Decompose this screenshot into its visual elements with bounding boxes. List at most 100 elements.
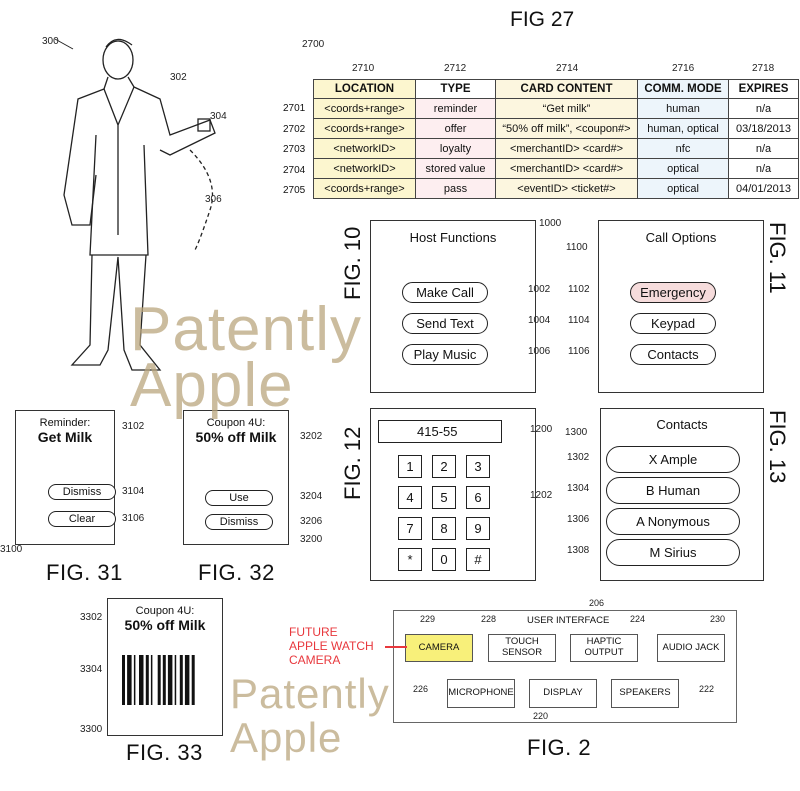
key-button[interactable]: 8 [432, 517, 456, 540]
emergency-button[interactable]: Emergency [630, 282, 716, 303]
send-text-button[interactable]: Send Text [402, 313, 488, 334]
row-ref: 2703 [283, 144, 306, 155]
table-cell: pass [415, 178, 496, 199]
contact-ref: 1302 [567, 452, 590, 463]
key-button[interactable]: 2 [432, 455, 456, 478]
dial-display[interactable]: 415-55 [378, 420, 502, 443]
barcode-bar [139, 655, 144, 705]
ref-1300: 1300 [565, 427, 588, 438]
clear-button[interactable]: Clear [48, 511, 116, 527]
ref-230: 230 [710, 614, 726, 624]
ref-3304: 3304 [80, 664, 103, 675]
fig27-title: FIG 27 [510, 8, 575, 31]
table-cell: human, optical [637, 118, 729, 139]
key-button[interactable]: 6 [466, 486, 490, 509]
fig12-label: FIG. 12 [340, 426, 365, 500]
key-button[interactable]: 9 [466, 517, 490, 540]
ref-3202: 3202 [300, 431, 323, 442]
table-cell: 04/01/2013 [728, 178, 799, 199]
barcode-bar [162, 655, 166, 705]
col-ref: 2714 [556, 63, 579, 74]
ref-224: 224 [630, 614, 646, 624]
watermark: Patently Apple [130, 295, 363, 420]
contact-item[interactable]: X Ample [606, 446, 740, 473]
key-button[interactable]: 0 [432, 548, 456, 571]
ref-1104: 1104 [568, 315, 590, 326]
barcode-bar [174, 655, 177, 705]
fig13-label: FIG. 13 [765, 410, 790, 484]
header-expires: EXPIRES [728, 79, 799, 99]
watermark: Patently Apple [230, 670, 390, 761]
contact-ref: 1308 [567, 545, 590, 556]
table-cell: <networkID> [313, 158, 416, 179]
make-call-button[interactable]: Make Call [402, 282, 488, 303]
table-header-row: LOCATION TYPE CARD CONTENT COMM. MODE EX… [313, 79, 799, 99]
contact-item[interactable]: B Human [606, 477, 740, 504]
ref-206: 206 [589, 598, 605, 608]
key-button[interactable]: 3 [466, 455, 490, 478]
fig32-title: 50% off Milk [195, 429, 277, 445]
ref-1002: 1002 [528, 284, 551, 295]
fig33-label: FIG. 33 [126, 740, 203, 765]
key-button[interactable]: 4 [398, 486, 422, 509]
table-row: <coords+range>pass<eventID> <ticket#>opt… [313, 178, 799, 199]
dismiss-button[interactable]: Dismiss [205, 514, 273, 530]
fig32-heading: Coupon 4U: [206, 417, 266, 429]
fig13-title: Contacts [656, 417, 708, 432]
contact-ref: 1304 [567, 483, 590, 494]
key-button[interactable]: 1 [398, 455, 422, 478]
barcode-bar [150, 655, 153, 705]
header-card-content: CARD CONTENT [495, 79, 638, 99]
contacts-button[interactable]: Contacts [630, 344, 716, 365]
contact-item[interactable]: A Nonymous [606, 508, 740, 535]
table-cell: <coords+range> [313, 178, 416, 199]
key-button[interactable]: 5 [432, 486, 456, 509]
row-ref: 2701 [283, 103, 306, 114]
key-button[interactable]: # [466, 548, 490, 571]
row-ref: 2702 [283, 123, 306, 135]
key-button[interactable]: 7 [398, 517, 422, 540]
key-button[interactable]: * [398, 548, 422, 571]
table-cell: <networkID> [313, 138, 416, 159]
fig11-label: FIG. 11 [765, 222, 790, 294]
ref-1102: 1102 [568, 284, 590, 295]
col-ref: 2712 [444, 63, 467, 74]
audio-jack-block: AUDIO JACK [657, 634, 725, 662]
table-cell: n/a [728, 138, 799, 159]
ref-304: 304 [210, 111, 227, 122]
table-cell: <merchantID> <card#> [495, 158, 638, 179]
dismiss-button[interactable]: Dismiss [48, 484, 116, 500]
fig32-screen: Coupon 4U: 50% off Milk [183, 410, 289, 545]
fig11-title: Call Options [645, 230, 717, 245]
header-comm-mode: COMM. MODE [637, 79, 729, 99]
ref-226: 226 [413, 684, 429, 694]
contact-ref: 1306 [567, 514, 590, 525]
table-cell: n/a [728, 98, 799, 119]
ref-3204: 3204 [300, 491, 323, 502]
ref-1000: 1000 [539, 218, 562, 229]
touch-sensor-block: TOUCH SENSOR [488, 634, 556, 662]
table-row: <coords+range>offer“50% off milk”, <coup… [313, 118, 799, 139]
fig33-title: 50% off Milk [124, 617, 206, 633]
ref-3206: 3206 [300, 516, 323, 527]
keypad-button[interactable]: Keypad [630, 313, 716, 334]
play-music-button[interactable]: Play Music [402, 344, 488, 365]
fig10-screen: Host Functions [370, 220, 536, 393]
ref-3302: 3302 [80, 612, 103, 623]
fig32-label: FIG. 32 [198, 560, 275, 585]
ref-1006: 1006 [528, 346, 551, 357]
ref-1004: 1004 [528, 315, 551, 326]
camera-block: CAMERA [405, 634, 473, 662]
speakers-block: SPEAKERS [611, 679, 679, 708]
contact-item[interactable]: M Sirius [606, 539, 740, 566]
table-cell: human [637, 98, 729, 119]
haptic-output-block: HAPTIC OUTPUT [570, 634, 638, 662]
use-button[interactable]: Use [205, 490, 273, 506]
ref-306: 306 [205, 194, 222, 205]
table-cell: stored value [415, 158, 496, 179]
table-cell: 03/18/2013 [728, 118, 799, 139]
table-cell: reminder [415, 98, 496, 119]
microphone-block: MICROPHONE [447, 679, 515, 708]
barcode-bar [167, 655, 173, 705]
ref-1100: 1100 [566, 242, 588, 253]
